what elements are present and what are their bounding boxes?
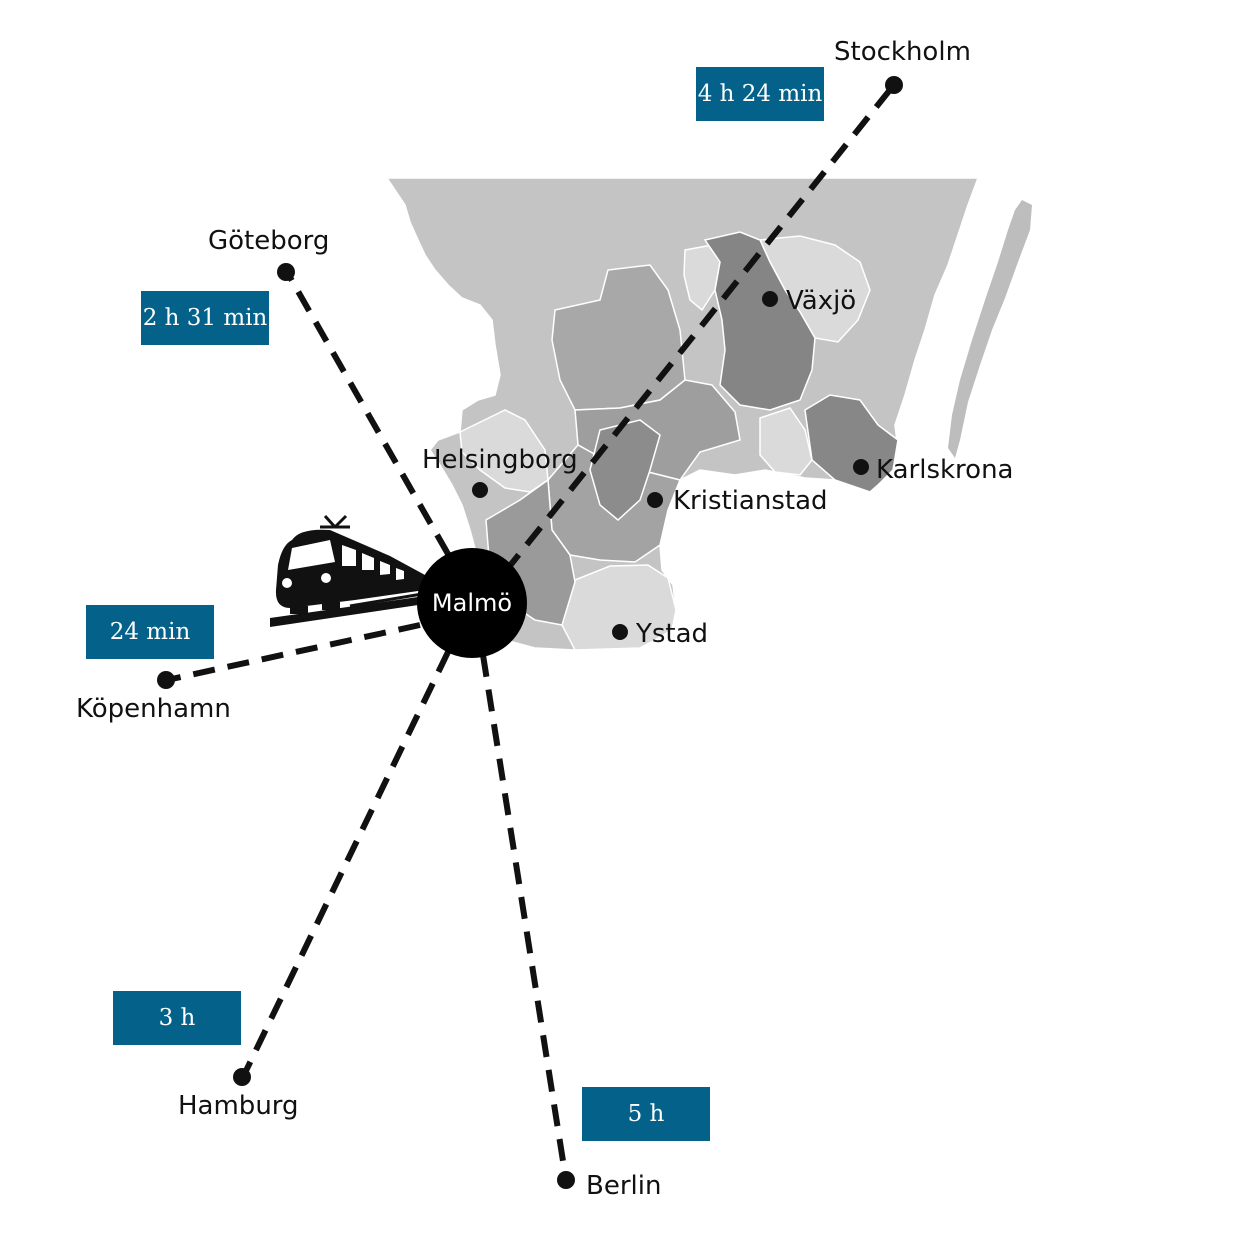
hub-circle — [417, 548, 527, 658]
city-label-berlin: Berlin — [586, 1171, 661, 1201]
svg-text:24 min: 24 min — [110, 619, 191, 645]
svg-text:4 h 24 min: 4 h 24 min — [698, 81, 823, 107]
hub-label: Malmö — [432, 589, 512, 617]
svg-text:5 h: 5 h — [628, 1101, 665, 1127]
region-light-ystad — [561, 564, 677, 651]
city-label-stockholm: Stockholm — [834, 37, 971, 67]
route-line-kopenhamn — [166, 622, 421, 683]
svg-text:2 h 31 min: 2 h 31 min — [143, 305, 268, 331]
region-dark-vaxjo — [703, 231, 816, 411]
city-dot-karlskrona — [853, 459, 869, 475]
route-line-goteborg — [284, 270, 451, 556]
time-badge-goteborg: 2 h 31 min — [141, 291, 269, 345]
city-dot-kopenhamn — [157, 671, 175, 689]
city-label-kristianstad: Kristianstad — [673, 486, 828, 516]
city-dot-ystad — [612, 624, 628, 640]
route-line-hamburg — [240, 650, 451, 1079]
time-badge-stockholm: 4 h 24 min — [696, 67, 824, 121]
city-dot-goteborg — [277, 263, 295, 281]
city-dot-kristianstad — [647, 492, 663, 508]
city-dot-helsingborg — [472, 482, 488, 498]
city-dot-vaxjo — [762, 291, 778, 307]
train-icon — [270, 514, 429, 627]
city-label-helsingborg: Helsingborg — [422, 445, 578, 475]
time-badges: 4 h 24 min 2 h 31 min 24 min 3 h 5 h — [86, 67, 824, 1141]
region-dark-karlskrona — [804, 394, 899, 493]
regional-cities: Växjö Helsingborg Kristianstad Karlskron… — [422, 286, 1013, 649]
city-label-karlskrona: Karlskrona — [876, 455, 1013, 485]
region-light-blekinge — [759, 407, 813, 476]
time-badge-berlin: 5 h — [582, 1087, 710, 1141]
hub-malmo: Malmö — [417, 548, 527, 658]
routes — [166, 84, 896, 1181]
city-label-vaxjo: Växjö — [786, 286, 856, 316]
region-dark-kristianstad — [589, 419, 661, 521]
city-label-hamburg: Hamburg — [178, 1091, 299, 1121]
city-dot-hamburg — [233, 1068, 251, 1086]
oland-island — [948, 200, 1032, 458]
svg-text:3 h: 3 h — [159, 1005, 196, 1031]
city-label-goteborg: Göteborg — [208, 226, 329, 256]
route-line-berlin — [480, 654, 569, 1181]
city-label-kopenhamn: Köpenhamn — [76, 694, 231, 724]
time-badge-kopenhamn: 24 min — [86, 605, 214, 659]
city-dot-berlin — [557, 1171, 575, 1189]
time-badge-hamburg: 3 h — [113, 991, 241, 1045]
destinations: Stockholm Göteborg Köpenhamn Hamburg Ber… — [76, 37, 971, 1201]
city-dot-stockholm — [885, 76, 903, 94]
city-label-ystad: Ystad — [635, 619, 708, 649]
